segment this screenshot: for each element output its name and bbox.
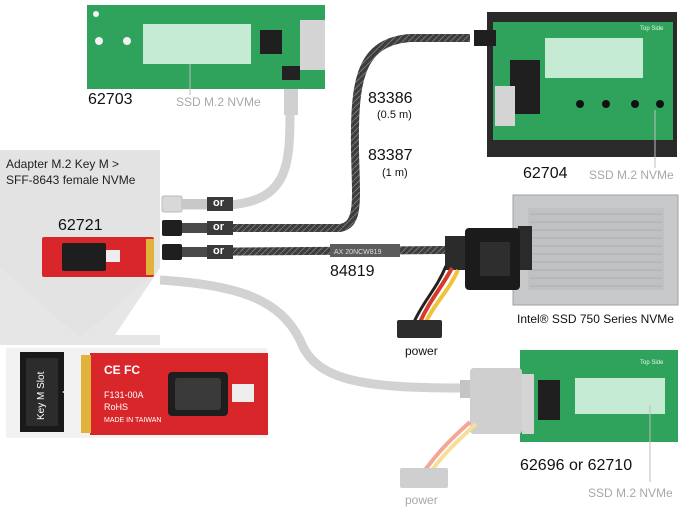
or-text-3: or	[213, 245, 224, 257]
label-ssd-right: SSD M.2 NVMe	[589, 168, 674, 182]
board-62703	[87, 5, 325, 89]
label-adapter-line2: SFF-8643 female NVMe	[6, 173, 136, 187]
label-len-1: (1 m)	[382, 167, 408, 179]
label-84819: 84819	[330, 263, 375, 280]
cable-83386-83387	[172, 34, 470, 232]
top-side-label-2: Top Side	[640, 360, 664, 366]
u2-connector-faded	[460, 368, 522, 434]
label-ssd-bottom: SSD M.2 NVMe	[588, 486, 673, 500]
label-83387: 83387	[368, 147, 413, 164]
adapter-62721-large	[6, 348, 268, 438]
intel-ssd-750	[512, 194, 679, 306]
label-62696-62710: 62696 or 62710	[520, 457, 633, 474]
label-62721: 62721	[58, 217, 103, 234]
top-side-label-1: Top Side	[640, 26, 664, 32]
power-wires-2	[400, 420, 478, 488]
cable-to-62696	[159, 275, 461, 393]
or-text-1: or	[213, 197, 224, 209]
model-text: F131-00A	[104, 390, 144, 400]
power-wires-1	[397, 265, 460, 338]
cable-to-62703	[172, 114, 295, 210]
sff-plugs	[161, 195, 208, 260]
u2-connector	[445, 228, 520, 290]
board-62704	[474, 12, 677, 157]
cable-stub-62703	[284, 89, 298, 115]
label-62704: 62704	[523, 165, 568, 182]
or-text-2: or	[213, 221, 224, 233]
label-len-05: (0.5 m)	[377, 109, 412, 121]
label-83386: 83386	[368, 90, 413, 107]
label-adapter-line1: Adapter M.2 Key M >	[6, 157, 120, 171]
rohs-text: RoHS	[104, 402, 128, 412]
label-intel-ssd: Intel® SSD 750 Series NVMe	[517, 312, 674, 326]
made-in-text: MADE IN TAIWAN	[104, 417, 161, 424]
or-badge-3	[207, 245, 233, 259]
or-badge-1	[207, 197, 233, 211]
label-ssd-top: SSD M.2 NVMe	[176, 95, 261, 109]
label-power-1: power	[405, 344, 438, 358]
key-m-slot-text: Key M Slot	[36, 371, 47, 420]
adapter-62721-small	[42, 237, 154, 277]
arrow-left-icon	[62, 386, 74, 398]
label-power-2: power	[405, 493, 438, 507]
label-62703: 62703	[88, 91, 133, 108]
or-badge-2	[207, 221, 233, 235]
ce-fc-text: CE FC	[104, 363, 140, 377]
cable-print-text: AX 20NCW819	[334, 249, 382, 256]
